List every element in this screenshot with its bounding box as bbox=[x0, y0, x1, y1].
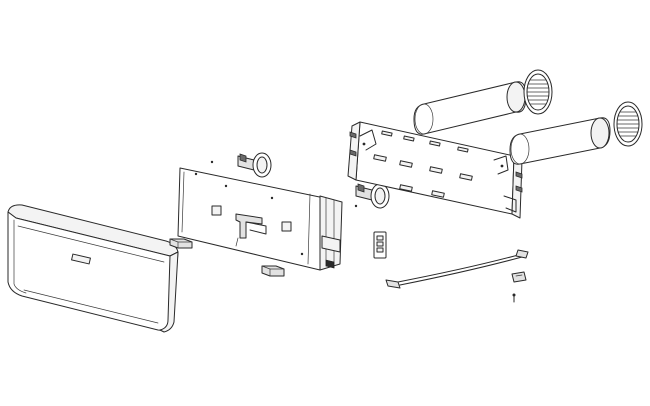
fan-left bbox=[413, 81, 527, 135]
cable-clip bbox=[511, 271, 527, 283]
control-panel bbox=[177, 160, 358, 271]
cover-label-plate bbox=[71, 253, 91, 265]
panel-knob-bottom bbox=[355, 183, 390, 209]
wall-mount-bracket bbox=[347, 121, 523, 219]
switch-module bbox=[373, 231, 387, 259]
screw bbox=[512, 293, 516, 303]
grille-left bbox=[523, 69, 553, 115]
panel-knob-top bbox=[237, 152, 272, 178]
cover-foot-left bbox=[169, 238, 193, 249]
fan-right bbox=[509, 117, 611, 165]
front-cover bbox=[7, 204, 179, 333]
grille-right bbox=[613, 101, 643, 147]
connecting-cable bbox=[385, 249, 529, 289]
cover-foot-right bbox=[261, 265, 285, 277]
